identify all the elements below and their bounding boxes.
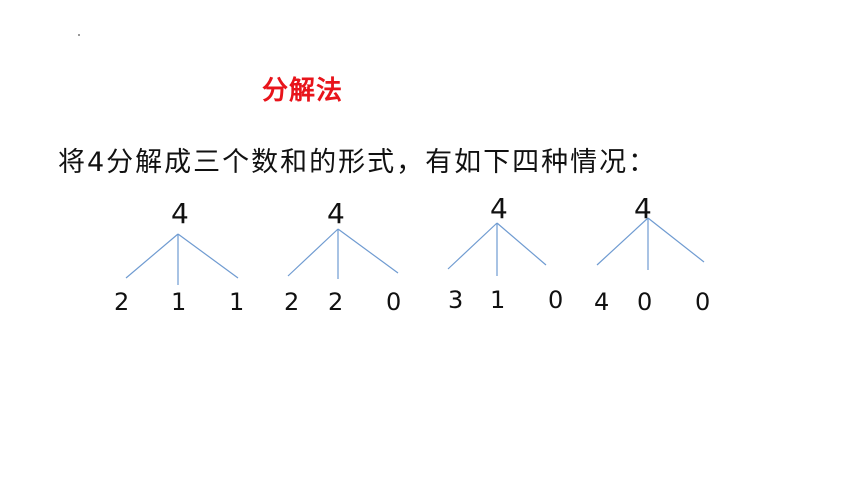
tree-4-branch-1 [596,217,649,266]
tree-2-branch-3 [337,228,399,274]
tree-4-branch-3 [647,217,705,263]
tree-1-branch-3 [177,233,239,279]
tree-2-leaf-1: 2 [284,288,300,316]
tree-1-leaf-3: 1 [229,288,245,316]
tree-1-branch-1 [125,233,179,279]
problem-statement: 将4分解成三个数和的形式，有如下四种情况： [58,147,658,178]
tree-3-branch-1 [447,222,498,270]
tree-1-leaf-2: 1 [171,288,187,316]
tree-root-1: 4 [171,197,189,230]
tree-2-leaf-3: 0 [386,288,402,316]
tree-4-leaf-2: 0 [637,288,653,316]
tree-4-leaf-3: 0 [695,288,711,316]
page-title: 分解法 [262,76,344,106]
tree-4-leaf-1: 4 [594,288,610,316]
tree-root-4: 4 [634,192,652,225]
tree-3-branch-3 [496,222,547,266]
tree-1-leaf-1: 2 [114,288,130,316]
tree-root-3: 4 [490,192,508,225]
tree-2-leaf-2: 2 [328,288,344,316]
decorative-dot [78,34,80,36]
tree-2-branch-1 [287,228,339,277]
tree-3-leaf-1: 3 [448,286,464,314]
tree-root-2: 4 [327,197,345,230]
tree-3-leaf-2: 1 [490,286,506,314]
tree-3-leaf-3: 0 [548,286,564,314]
